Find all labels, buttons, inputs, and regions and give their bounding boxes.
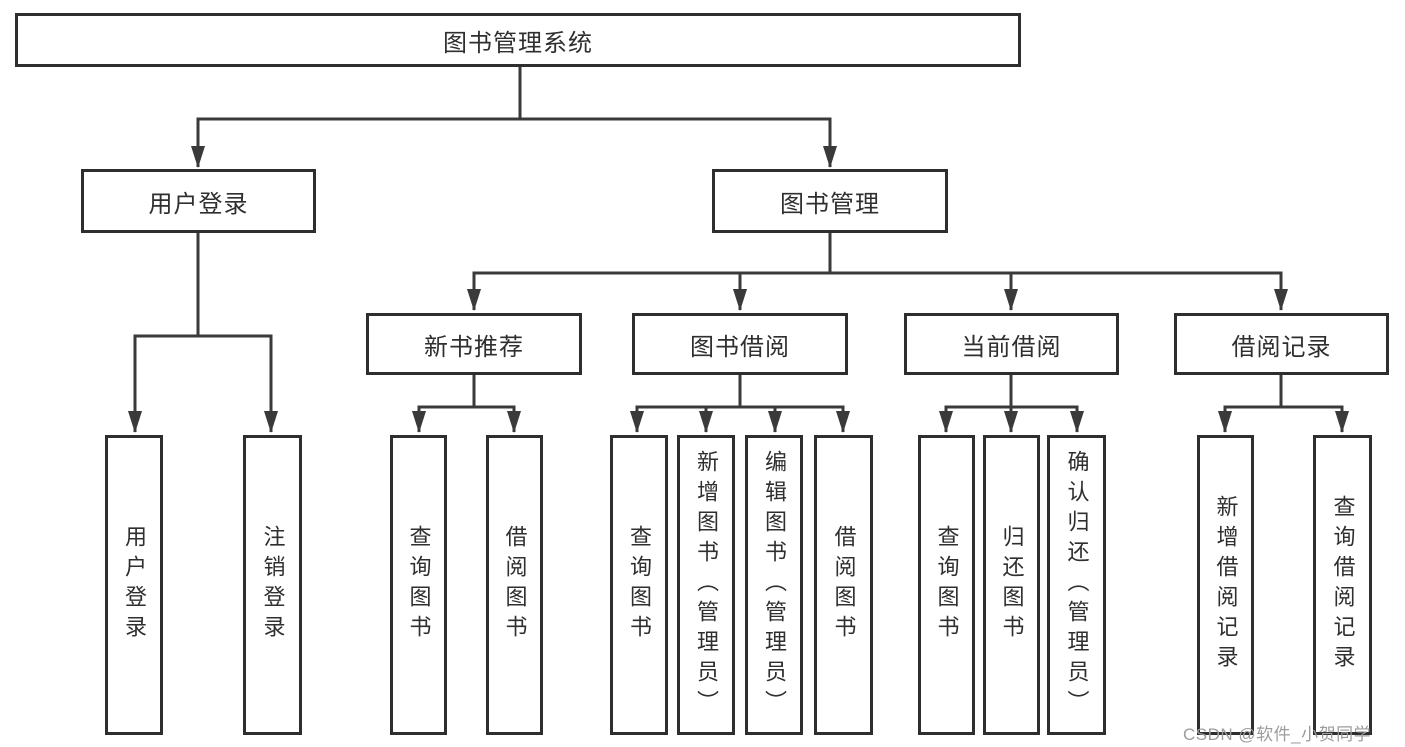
node-return-books-label: 归还图书 <box>999 525 1025 645</box>
node-borrow-books-1: 借阅图书 <box>486 435 543 735</box>
node-query-borrow-record: 查询借阅记录 <box>1313 435 1372 735</box>
node-query-books-1-label: 查询图书 <box>406 525 432 645</box>
node-book-borrowing: 图书借阅 <box>632 313 848 375</box>
node-borrowing-records-label: 借阅记录 <box>1231 333 1332 361</box>
node-root-label: 图书管理系统 <box>443 29 593 57</box>
node-root: 图书管理系统 <box>15 13 1021 67</box>
node-logout: 注销登录 <box>243 435 302 735</box>
node-borrow-books-1-label: 借阅图书 <box>502 525 528 645</box>
node-confirm-return-admin-label: 确认归还（管理员） <box>1064 450 1090 720</box>
node-borrow-books-2-label: 借阅图书 <box>831 525 857 645</box>
node-borrow-books-2: 借阅图书 <box>814 435 873 735</box>
node-query-books-2-label: 查询图书 <box>627 525 652 645</box>
node-login: 用户登录 <box>105 435 163 735</box>
node-add-book-admin: 新增图书（管理员） <box>677 435 735 735</box>
node-return-books: 归还图书 <box>983 435 1040 735</box>
node-book-borrowing-label: 图书借阅 <box>690 333 790 361</box>
node-query-books-3-label: 查询图书 <box>934 525 960 645</box>
node-logout-label: 注销登录 <box>260 525 286 645</box>
node-edit-book-admin: 编辑图书（管理员） <box>745 435 803 735</box>
node-query-borrow-record-label: 查询借阅记录 <box>1330 495 1356 675</box>
node-new-book-recommend: 新书推荐 <box>366 313 582 375</box>
node-user-login: 用户登录 <box>81 169 316 233</box>
node-user-login-label: 用户登录 <box>148 190 249 218</box>
watermark: CSDN @软件_小贺同学 <box>1183 725 1372 744</box>
node-current-borrowing: 当前借阅 <box>904 313 1119 375</box>
node-query-books-2: 查询图书 <box>610 435 668 735</box>
node-borrowing-records: 借阅记录 <box>1174 313 1389 375</box>
node-query-books-3: 查询图书 <box>918 435 975 735</box>
node-query-books-1: 查询图书 <box>390 435 447 735</box>
node-add-borrow-record: 新增借阅记录 <box>1197 435 1254 735</box>
node-add-book-admin-label: 新增图书（管理员） <box>694 450 719 720</box>
node-book-management: 图书管理 <box>712 169 948 233</box>
node-login-label: 用户登录 <box>122 525 147 645</box>
node-new-book-recommend-label: 新书推荐 <box>424 333 524 361</box>
node-current-borrowing-label: 当前借阅 <box>961 333 1062 361</box>
node-edit-book-admin-label: 编辑图书（管理员） <box>762 450 787 720</box>
node-add-borrow-record-label: 新增借阅记录 <box>1213 495 1239 675</box>
node-book-management-label: 图书管理 <box>780 190 880 218</box>
node-confirm-return-admin: 确认归还（管理员） <box>1047 435 1106 735</box>
